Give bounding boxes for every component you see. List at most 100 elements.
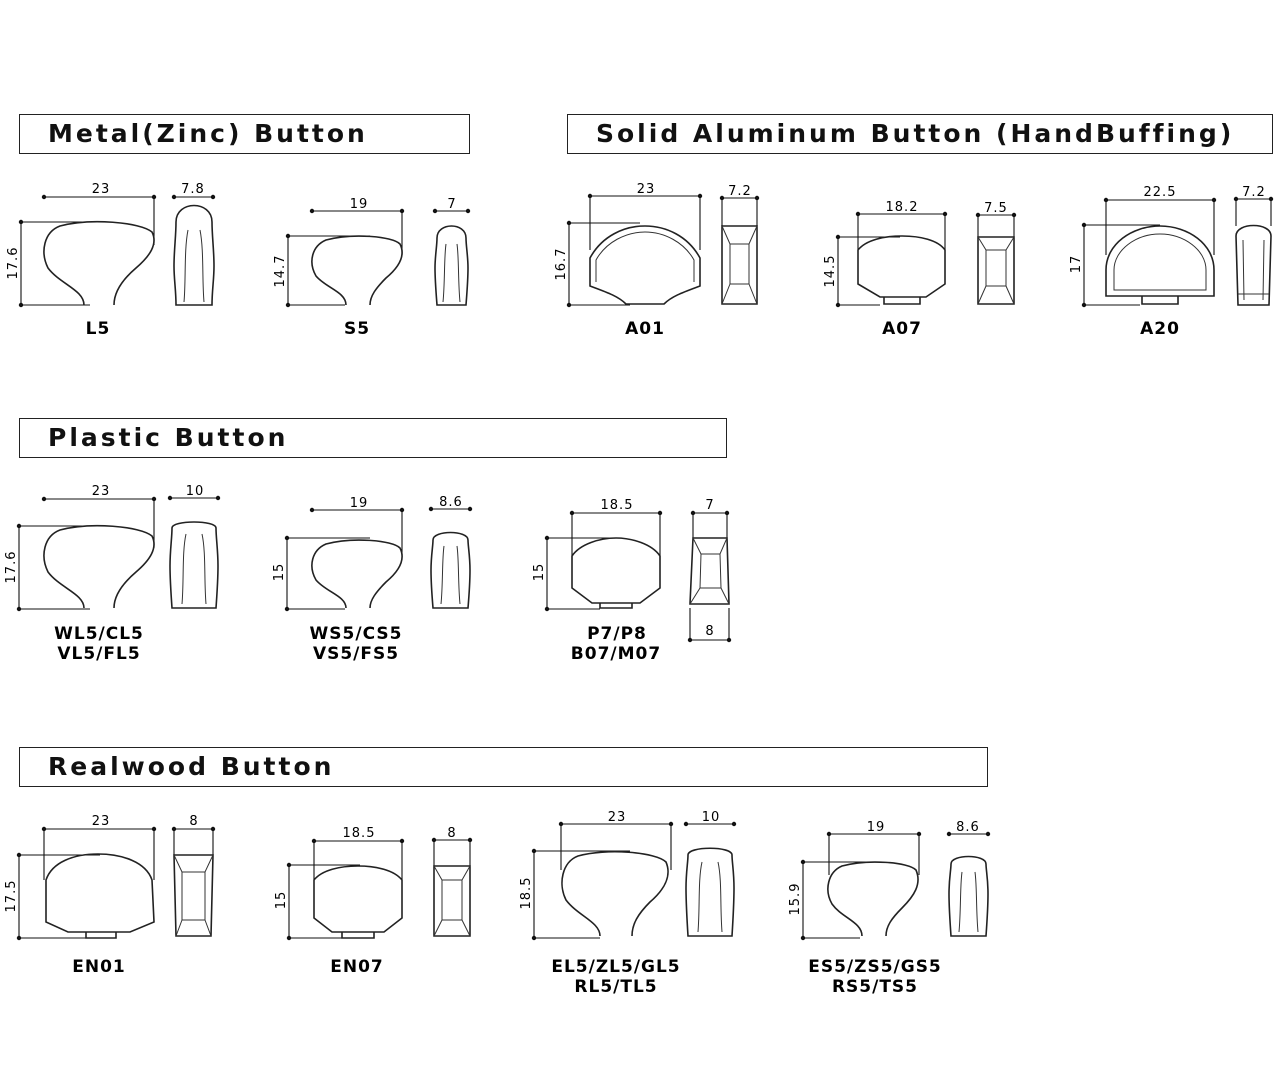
button-model-label-2: B07/M07 <box>571 644 661 664</box>
button-model-label: P7/P8 <box>587 624 647 644</box>
dimension-depth: 7.2 <box>728 184 752 199</box>
dimension-lines <box>566 193 760 308</box>
dimension-lines <box>835 211 1017 308</box>
button-model-label: ES5/ZS5/GS5 <box>808 957 942 977</box>
button-profile-outline <box>589 225 701 305</box>
dimension-width: 18.5 <box>601 498 634 513</box>
button-side-outline <box>430 531 471 609</box>
button-profile-outline <box>43 524 155 609</box>
button-model-label-2: VL5/FL5 <box>57 644 140 664</box>
button-model-label: EN01 <box>72 957 126 977</box>
dimension-width: 23 <box>92 484 111 499</box>
dimension-width: 23 <box>92 814 111 829</box>
dimension-depth: 8.6 <box>439 495 463 510</box>
button-es5-zs5-gs5: 19 8.6 15.9 ES5/ZS5/GS5 RS5/TS5 <box>788 820 991 997</box>
dimension-height: 17.6 <box>6 247 21 280</box>
dimension-height: 14.7 <box>273 255 288 288</box>
button-profile-outline <box>1105 225 1215 297</box>
dimension-depth: 7.2 <box>1242 185 1266 200</box>
dimension-height: 17.6 <box>4 551 19 584</box>
button-side-outline <box>977 236 1015 305</box>
button-profile-outline <box>827 861 919 937</box>
dimension-lines <box>1081 196 1274 308</box>
button-model-label-2: RL5/TL5 <box>574 977 657 997</box>
dimension-depth: 7 <box>447 197 456 212</box>
button-side-outline <box>173 204 215 306</box>
button-model-label-2: RS5/TS5 <box>832 977 918 997</box>
section-title: Realwood Button <box>48 752 335 781</box>
dimension-height: 17.5 <box>4 880 19 913</box>
dimension-depth: 10 <box>186 484 205 499</box>
button-profile-outline <box>571 537 661 604</box>
button-model-label: WL5/CL5 <box>54 624 144 644</box>
button-profile-outline <box>311 235 403 306</box>
button-model-label: L5 <box>86 319 111 339</box>
section-plastic: Plastic Button <box>19 418 727 458</box>
button-profile-outline <box>311 539 403 609</box>
button-a01: 23 7.2 16.7 A01 <box>554 182 760 339</box>
dimension-lines <box>284 506 473 612</box>
button-model-label: EN07 <box>330 957 384 977</box>
dimension-height: 15.9 <box>788 883 803 916</box>
dimension-height: 15 <box>274 891 289 910</box>
section-solid-aluminum: Solid Aluminum Button (HandBuffing) <box>567 114 1273 154</box>
section-metal-zinc: Metal(Zinc) Button <box>19 114 470 154</box>
dimension-depth: 8 <box>189 814 198 829</box>
dimension-height: 18.5 <box>519 877 534 910</box>
dimension-width: 23 <box>608 810 627 825</box>
dimension-depth: 8 <box>447 826 456 841</box>
dimension-width: 22.5 <box>1144 185 1177 200</box>
button-profile-outline <box>857 235 946 298</box>
button-side-outline <box>685 847 735 937</box>
button-profile-outline <box>45 853 155 933</box>
button-model-label-2: VS5/FS5 <box>313 644 399 664</box>
button-p7-p8: 18.5 7 8 15 P7/P8 B07/M07 <box>532 498 732 664</box>
dimension-base: 8 <box>705 624 714 639</box>
section-title: Metal(Zinc) Button <box>48 119 368 148</box>
section-title: Plastic Button <box>48 423 289 452</box>
dimension-depth: 8.6 <box>956 820 980 835</box>
section-title: Solid Aluminum Button (HandBuffing) <box>596 119 1235 148</box>
dimension-width: 18.5 <box>343 826 376 841</box>
button-side-outline <box>434 225 469 306</box>
button-a07: 18.2 7.5 14.5 A07 <box>823 200 1017 339</box>
dimension-lines <box>286 837 473 941</box>
button-ws5-cs5: 19 8.6 15 WS5/CS5 VS5/FS5 <box>272 495 473 664</box>
dimension-width: 23 <box>92 182 111 197</box>
dimension-depth: 7.8 <box>181 182 205 197</box>
button-profile-outline <box>561 850 669 937</box>
button-model-label: WS5/CS5 <box>310 624 403 644</box>
dimension-height: 16.7 <box>554 248 569 281</box>
button-model-label: A20 <box>1140 319 1180 339</box>
button-side-outline <box>169 521 219 609</box>
button-side-outline <box>948 855 989 937</box>
button-a20: 22.5 7.2 17 A20 <box>1069 185 1274 339</box>
button-model-label: A01 <box>625 319 665 339</box>
button-profile-outline <box>313 865 403 933</box>
button-model-label: A07 <box>882 319 922 339</box>
dimension-width: 18.2 <box>886 200 919 215</box>
dimension-lines <box>16 495 221 612</box>
dimension-depth: 7.5 <box>984 201 1008 216</box>
dimension-depth: 10 <box>702 810 721 825</box>
button-wl5-cl5: 23 10 17.6 WL5/CL5 VL5/FL5 <box>4 484 221 664</box>
button-s5: 19 7 14.7 S5 <box>273 197 471 339</box>
dimension-width: 19 <box>867 820 886 835</box>
dimension-width: 23 <box>637 182 656 197</box>
dimension-lines <box>16 826 216 941</box>
dimension-lines <box>544 510 732 643</box>
button-l5: 23 7.8 17.6 L5 <box>6 182 216 339</box>
button-model-label: EL5/ZL5/GL5 <box>551 957 680 977</box>
button-side-outline <box>1235 224 1272 306</box>
dimension-height: 14.5 <box>823 255 838 288</box>
dimension-height: 17 <box>1069 255 1084 274</box>
dimension-height: 15 <box>532 563 547 582</box>
button-model-label: S5 <box>344 319 370 339</box>
dimension-height: 15 <box>272 563 287 582</box>
dimension-depth: 7 <box>705 498 714 513</box>
button-el5-zl5-gl5: 23 10 18.5 EL5/ZL5/GL5 RL5/TL5 <box>519 810 737 997</box>
button-en01: 23 8 17.5 EN01 <box>4 814 216 977</box>
dimension-lines <box>800 831 991 941</box>
section-realwood: Realwood Button <box>19 747 988 787</box>
